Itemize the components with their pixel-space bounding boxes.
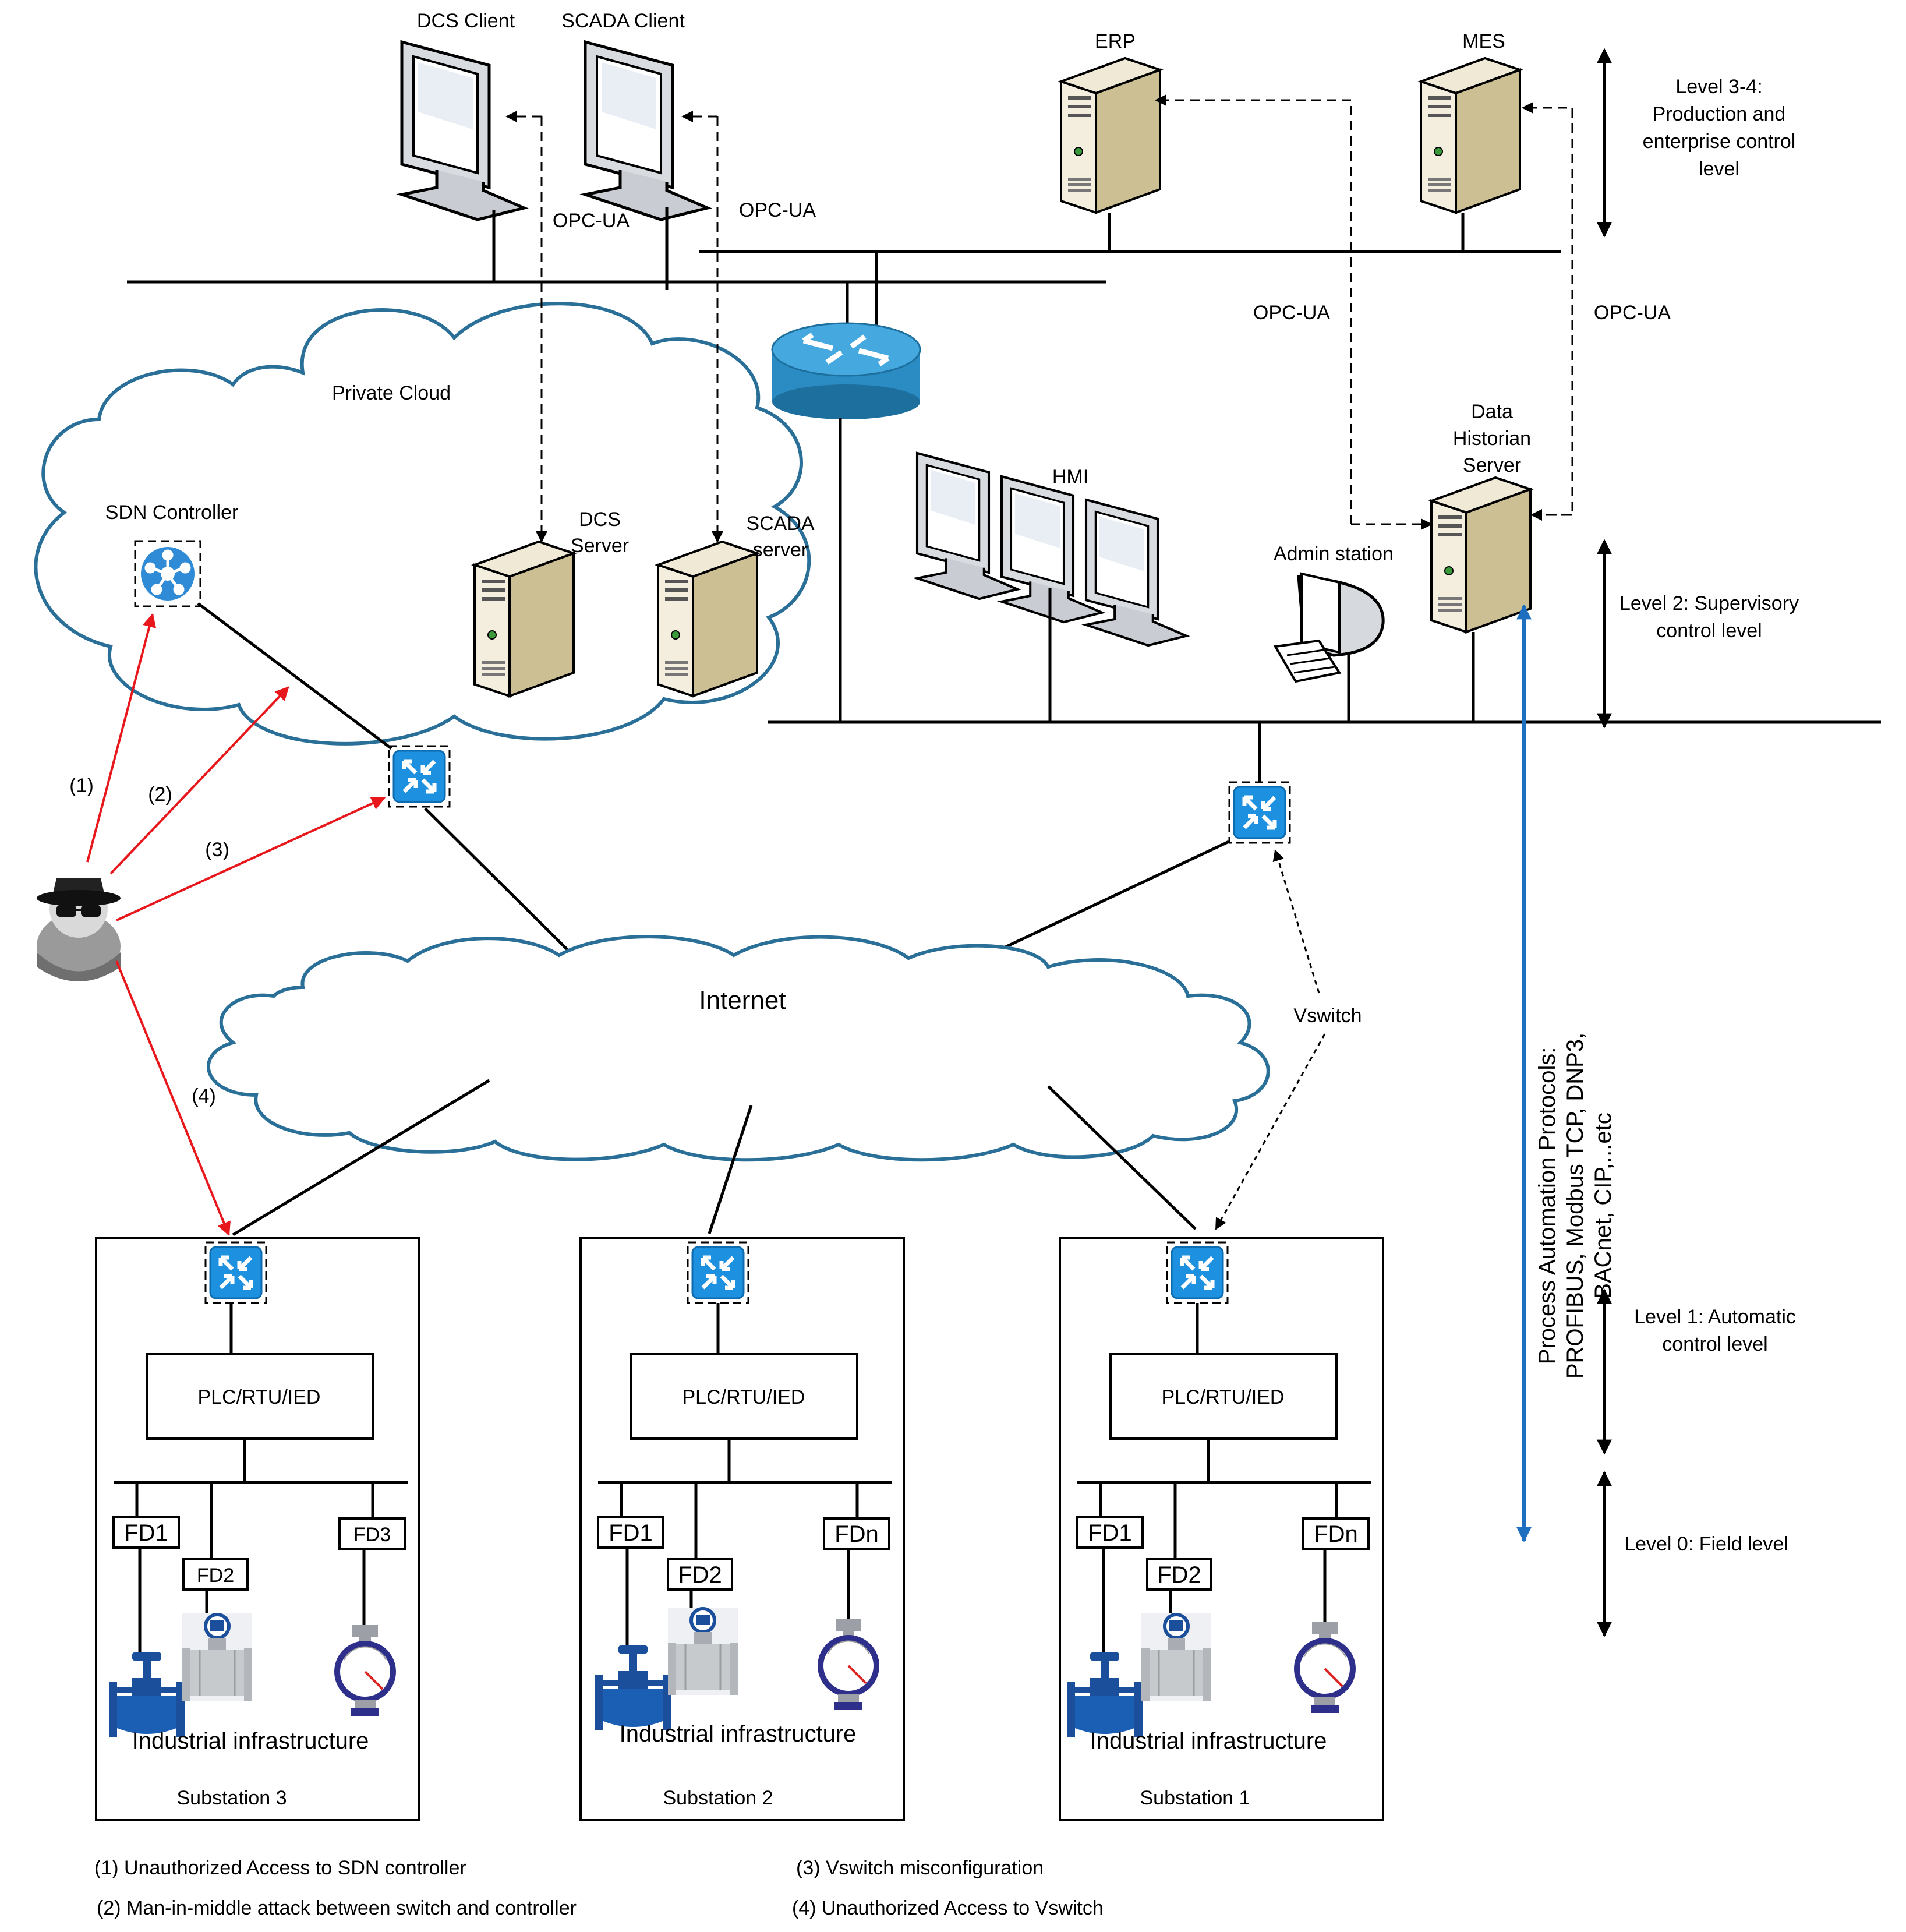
svg-text:Industrial infrastructure: Industrial infrastructure [1090,1728,1327,1754]
vswitch-arrow-up [1272,849,1320,994]
level34-label-2: Production and [1653,103,1786,125]
opcua-label-mes: OPC-UA [1594,302,1671,324]
sdn-controller-icon [134,540,201,607]
attacker-icon [37,878,121,981]
attack-label-3: (3) [205,839,229,861]
svg-text:Substation 2: Substation 2 [663,1787,773,1809]
svg-text:FD2: FD2 [1157,1562,1201,1588]
scada-client-monitor [585,42,708,220]
scada-server-label-2: server [753,539,808,561]
legend-4: (4) Unauthorized Access to Vswitch [792,1897,1104,1919]
svg-text:FDn: FDn [1314,1521,1358,1547]
scada-client-label: SCADA Client [561,10,685,32]
level2-switch [1229,782,1290,843]
svg-text:FD1: FD1 [609,1520,653,1546]
hmi-label: HMI [1052,466,1088,488]
svg-text:Industrial infrastructure: Industrial infrastructure [132,1728,369,1754]
plc-box [146,1353,374,1440]
level1-label-2: control level [1662,1333,1767,1355]
attack-label-4: (4) [192,1085,216,1107]
svg-text:PLC/RTU/IED: PLC/RTU/IED [1162,1386,1285,1408]
private-cloud [34,302,811,746]
substation-3: PLC/RTU/IED FD1 FD2 FD3 Industrial infra… [95,1237,420,1821]
svg-text:Substation 3: Substation 3 [176,1787,287,1809]
level34-label-3: enterprise control [1643,130,1796,153]
svg-text:FD1: FD1 [124,1520,168,1546]
cloud-switch [389,746,450,807]
sdn-controller-label: SDN Controller [105,501,239,524]
admin-station-label: Admin station [1274,543,1394,565]
level34-label-4: level [1699,158,1739,180]
opcua-label-erp: OPC-UA [1253,302,1331,324]
historian-label-1: Data [1471,401,1513,423]
erp-label: ERP [1095,30,1136,52]
attack-label-1: (1) [69,775,94,797]
dcs-server-label-2: Server [571,535,629,557]
legend-1: (1) Unauthorized Access to SDN controlle… [94,1857,466,1879]
svg-text:Process Automation Protocols:: Process Automation Protocols: [1534,1047,1560,1365]
scada-server-label-1: SCADA [746,513,814,535]
svg-text:FD2: FD2 [678,1562,722,1588]
dcs-server-label-1: DCS [579,508,621,531]
svg-text:FD3: FD3 [353,1524,391,1546]
svg-text:FD1: FD1 [1088,1520,1132,1546]
attack-arrows [86,613,386,1237]
level1-label-1: Level 1: Automatic [1634,1306,1796,1328]
dcs-client-monitor [402,42,524,220]
svg-text:PLC/RTU/IED: PLC/RTU/IED [683,1386,805,1408]
admin-station [1273,572,1385,683]
attack-label-2: (2) [148,783,172,806]
svg-text:BACnet, CIP,...etc: BACnet, CIP,...etc [1590,1112,1616,1298]
mes-label: MES [1462,30,1505,52]
dcs-server [473,541,575,697]
protocols-label: Process Automation Protocols: PROFIBUS, … [1534,1033,1616,1379]
level0-label: Level 0: Field level [1624,1533,1788,1555]
mes-server [1420,57,1521,214]
svg-text:Substation 1: Substation 1 [1140,1787,1250,1809]
opcua-mes-link [1522,102,1573,516]
sdn-to-switch-link [197,602,392,750]
legend-3: (3) Vswitch misconfiguration [796,1857,1044,1879]
data-historian-server [1430,476,1532,633]
substation-2: PLC/RTU/IED FD1 FD2 FDn Industrial infra… [579,1237,905,1821]
vswitch-label: Vswitch [1293,1005,1362,1027]
vswitch-arrow-down [1215,1033,1326,1230]
legend-2: (2) Man-in-middle attack between switch … [97,1897,577,1919]
opcua-erp-link [1155,94,1352,524]
historian-label-2: Historian [1453,428,1531,450]
svg-text:Industrial infrastructure: Industrial infrastructure [620,1721,857,1747]
historian-label-3: Server [1463,454,1521,476]
dcs-client-label: DCS Client [417,10,515,32]
svg-text:FD2: FD2 [197,1564,234,1587]
svg-text:PROFIBUS, Modbus TCP, DNP3,: PROFIBUS, Modbus TCP, DNP3, [1562,1033,1588,1379]
substation-1: PLC/RTU/IED FD1 FD2 FDn Industrial infra… [1059,1237,1384,1821]
opcua-label-left: OPC-UA [553,210,630,232]
internet-cloud [207,935,1270,1162]
internet-label: Internet [699,986,786,1015]
level2-label-2: control level [1656,620,1762,642]
router [771,252,921,722]
top-bus-left [127,250,1561,284]
svg-text:FDn: FDn [834,1521,879,1547]
private-cloud-label: Private Cloud [332,382,451,404]
opcua-label-mid: OPC-UA [739,199,816,221]
svg-text:PLC/RTU/IED: PLC/RTU/IED [198,1386,321,1408]
level34-label-1: Level 3-4: [1675,76,1762,98]
scada-server [657,541,758,697]
level2-label-1: Level 2: Supervisory [1619,592,1799,614]
erp-server [1060,57,1161,214]
